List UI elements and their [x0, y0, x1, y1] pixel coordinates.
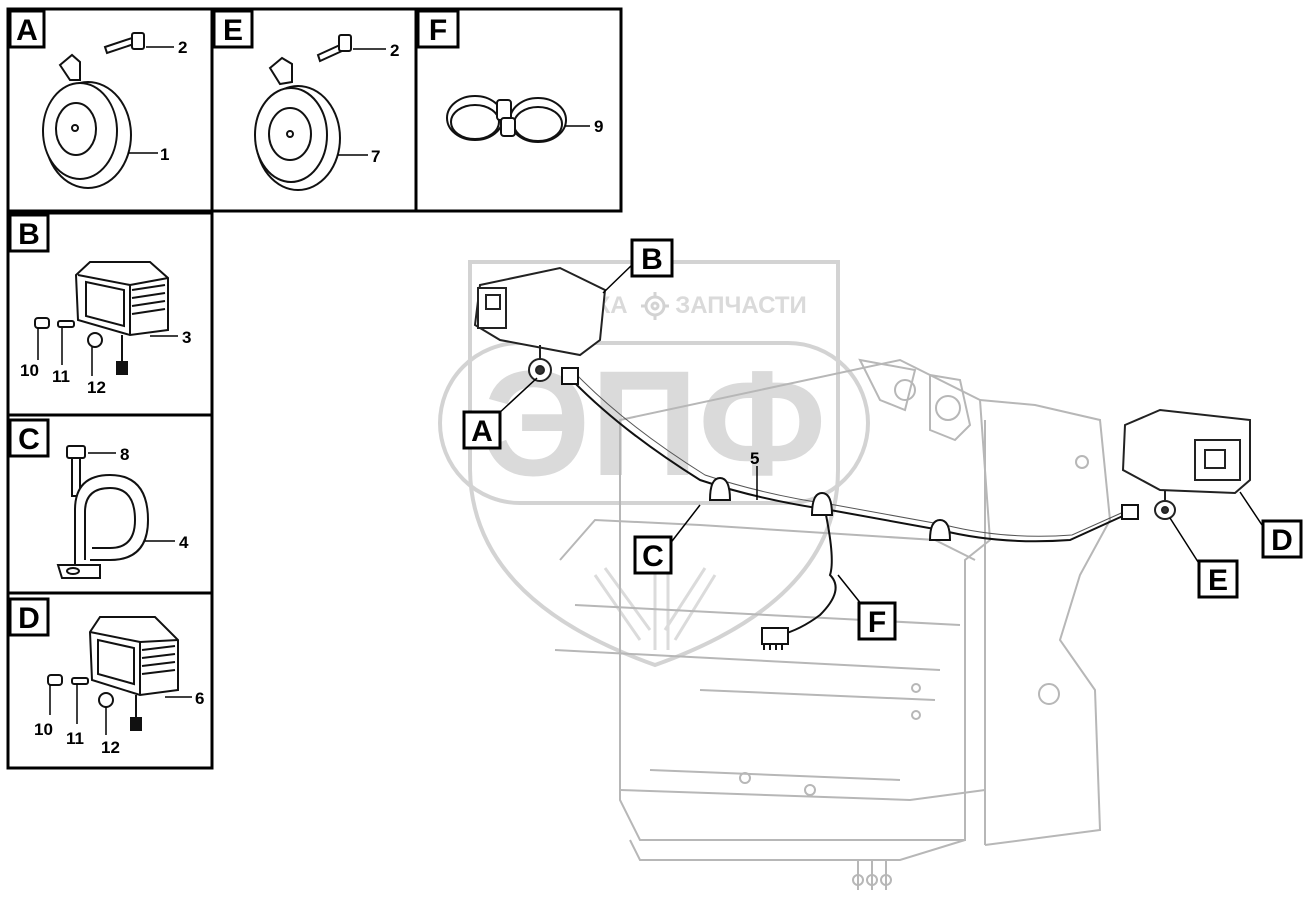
wiring-harness [561, 367, 1139, 650]
main-tags: B A C F D E [462, 238, 1303, 641]
lamp-icon [74, 261, 169, 375]
callout-harness: 5 [750, 449, 759, 468]
callout-b-12: 12 [87, 378, 106, 397]
callout-a-horn: 1 [160, 145, 169, 164]
tag-d-main: D [1261, 519, 1303, 559]
panel-a: A 2 1 [8, 9, 187, 189]
horn-icon [42, 53, 132, 189]
panel-d-leaders [49, 684, 192, 735]
panel-e: E 2 7 [212, 9, 399, 191]
lamp-icon [88, 616, 179, 731]
panel-f-letter: F [429, 14, 447, 47]
svg-text:A: A [471, 415, 493, 448]
callout-f-tie: 9 [594, 117, 603, 136]
svg-text:B: B [641, 243, 663, 276]
tag-e-main: E [1197, 559, 1239, 599]
tag-a-main: A [462, 410, 502, 450]
panel-b-letter: B [18, 218, 40, 251]
svg-text:D: D [1271, 524, 1293, 557]
callout-e-horn: 7 [371, 147, 380, 166]
gear-icon [641, 292, 669, 320]
panel-c: C 8 4 [8, 418, 189, 579]
work-lamp-right [1121, 408, 1251, 520]
panel-d: D 6 10 11 12 [8, 597, 204, 757]
panel-b: B 3 10 11 12 [8, 213, 191, 397]
bulb-holder-icon [47, 674, 114, 708]
horn-icon [254, 56, 341, 191]
panel-d-letter: D [18, 602, 40, 635]
callout-d-10: 10 [34, 720, 53, 739]
watermark-wheat [593, 565, 717, 650]
watermark-text-right: ЗАПЧАСТИ [675, 292, 807, 319]
panel-f: F 9 [416, 9, 603, 143]
clamp-icon [56, 473, 150, 579]
bolt-icon [316, 34, 352, 63]
panel-b-leaders [37, 328, 178, 376]
work-lamp-left [473, 266, 607, 382]
callout-d-11: 11 [66, 729, 84, 748]
callout-b-10: 10 [20, 361, 39, 380]
bulb-holder-icon [34, 317, 103, 348]
panel-c-letter: C [18, 423, 40, 456]
callout-b-11: 11 [52, 367, 70, 386]
tag-f-main: F [857, 601, 897, 641]
callout-d-12: 12 [101, 738, 120, 757]
panel-a-letter: A [16, 14, 38, 47]
callout-b-lamp: 3 [182, 328, 191, 347]
tag-c-main: C [633, 535, 673, 575]
svg-text:E: E [1208, 564, 1228, 597]
bolt-icon [103, 32, 145, 55]
svg-text:F: F [868, 606, 886, 639]
callout-d-lamp: 6 [195, 689, 204, 708]
panel-e-letter: E [223, 14, 243, 47]
tag-b-main: B [630, 238, 674, 278]
callout-e-bolt: 2 [390, 41, 399, 60]
callout-c-clamp: 4 [179, 533, 189, 552]
svg-text:C: C [642, 540, 664, 573]
callout-a-bolt: 2 [178, 38, 187, 57]
detail-panel-borders [6, 7, 623, 770]
cable-tie-icon [446, 95, 567, 143]
callout-c-bolt: 8 [120, 445, 129, 464]
bolt-icon [66, 445, 86, 497]
harness-clamps [708, 476, 952, 541]
